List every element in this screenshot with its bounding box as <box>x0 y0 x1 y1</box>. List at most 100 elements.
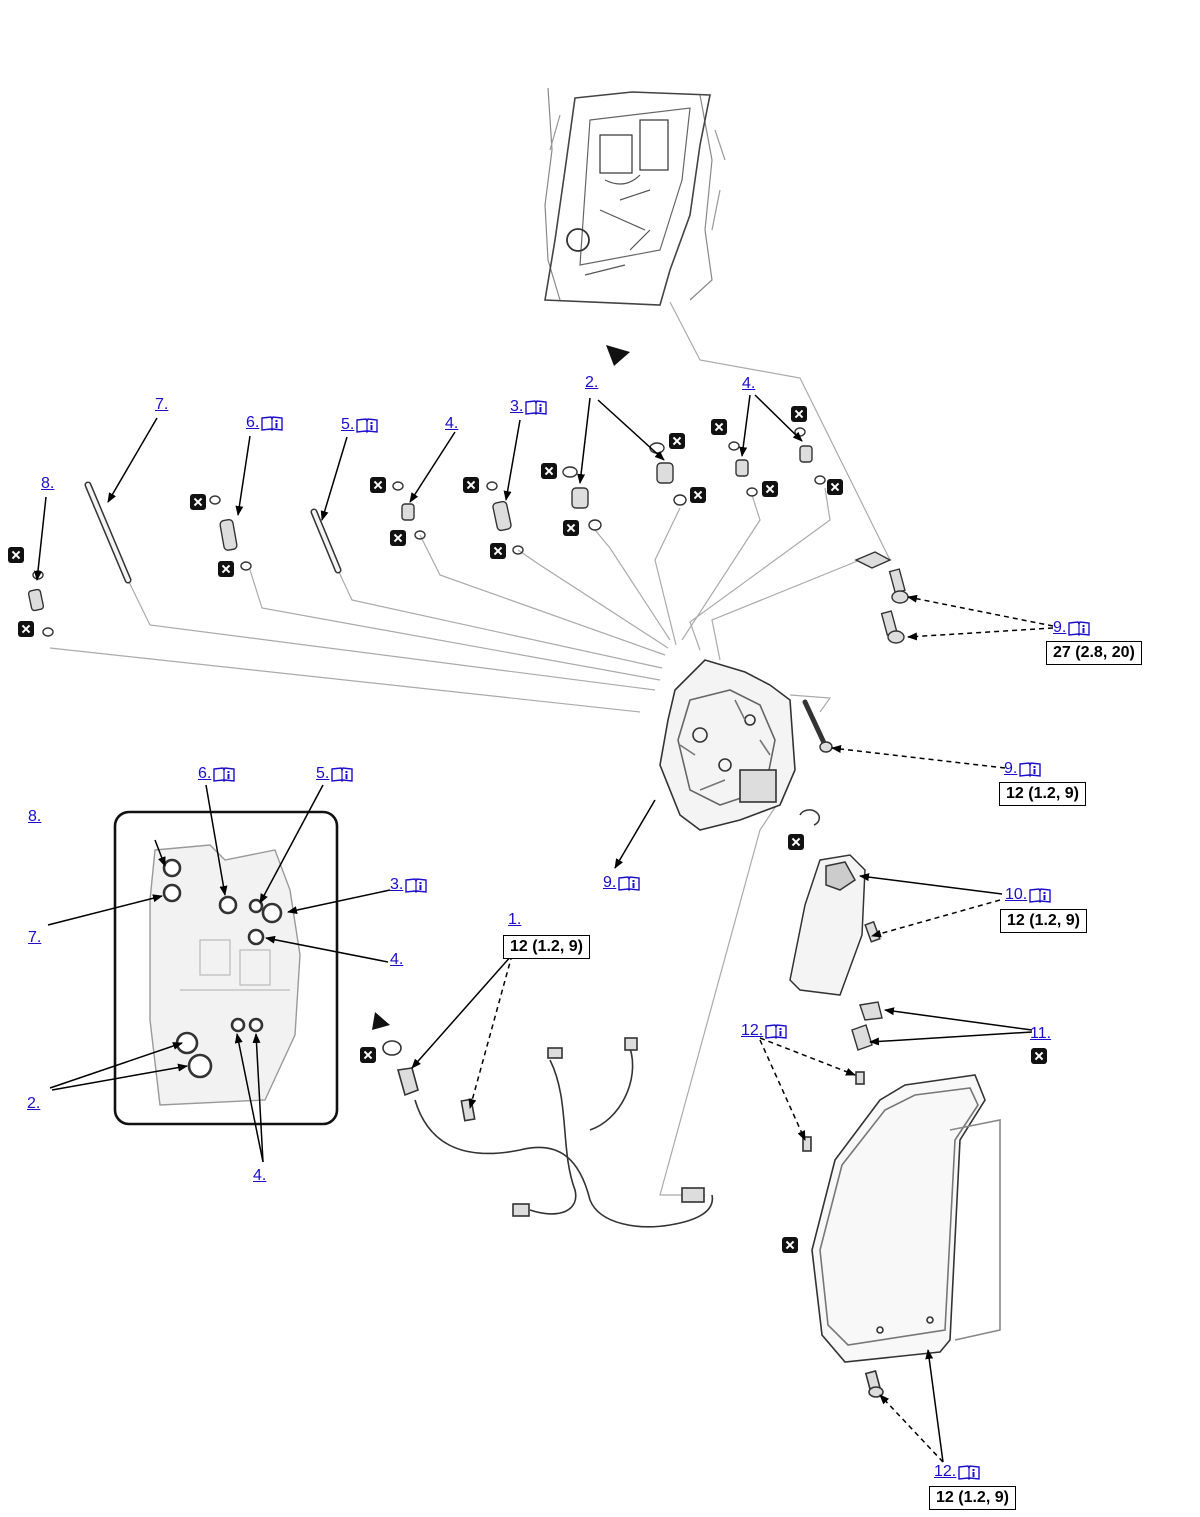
torque-spec-10: 12 (1.2, 9) <box>1000 909 1087 933</box>
callout-10-label: 10. <box>1005 886 1028 903</box>
callout-4-label: 4. <box>390 951 404 968</box>
book-info-icon <box>958 1464 980 1480</box>
inset-callout-8[interactable]: 8. <box>28 808 41 826</box>
callout-4-label: 4. <box>253 1167 267 1184</box>
removed-parts <box>27 427 826 637</box>
dashed-leader-arrow <box>759 1039 806 1141</box>
callout-10[interactable]: 10. <box>1005 886 1051 904</box>
solid-leader-arrow <box>925 1349 944 1463</box>
callout-11[interactable]: 11. <box>1030 1025 1051 1043</box>
inset-valve-body-view <box>113 810 339 1126</box>
replace-part-x-icon <box>490 543 506 559</box>
inset-callout-3[interactable]: 3. <box>390 876 428 894</box>
inset-callout-4-right[interactable]: 4. <box>390 951 403 969</box>
part-4-c <box>799 445 813 463</box>
replace-part-x-icon <box>8 547 24 563</box>
replace-part-x-icon <box>782 1237 798 1253</box>
solid-leader-arrow <box>33 496 47 581</box>
book-info-icon <box>525 399 548 415</box>
torque-spec-12: 12 (1.2, 9) <box>929 1486 1016 1510</box>
callout-6-top[interactable]: 6. <box>246 414 284 432</box>
solid-leader-arrow <box>409 431 456 503</box>
solid-leader-arrow <box>859 873 1003 895</box>
solid-leader-arrow <box>205 784 228 896</box>
solid-leader-arrow <box>154 839 166 867</box>
callout-7-label: 7. <box>28 929 42 946</box>
torque-spec-1: 12 (1.2, 9) <box>503 935 590 959</box>
inset-callout-7[interactable]: 7. <box>28 929 41 947</box>
direction-arrow-icon <box>372 1012 390 1030</box>
solid-leader-arrow <box>252 1033 264 1163</box>
book-info-icon <box>356 417 379 433</box>
solid-leader-arrow <box>869 1031 1033 1046</box>
callout-12-label: 12. <box>741 1022 764 1039</box>
dashed-leader-arrow <box>907 594 1054 627</box>
inset-callout-4-bottom[interactable]: 4. <box>253 1167 266 1185</box>
solid-leader-arrow <box>265 935 389 963</box>
solid-leader-arrow <box>597 399 665 461</box>
replace-part-x-icon <box>690 487 706 503</box>
replace-part-x-icon <box>563 520 579 536</box>
sensor-1 <box>396 1067 419 1097</box>
book-info-icon <box>1019 761 1042 777</box>
callout-12-label: 12. <box>934 1463 957 1480</box>
solid-leader-arrow <box>884 1007 1033 1031</box>
solid-leader-arrow <box>754 394 803 442</box>
callout-6-label: 6. <box>246 414 260 431</box>
inset-callout-2[interactable]: 2. <box>27 1095 40 1113</box>
callout-9-valve-body[interactable]: 9. <box>603 874 641 892</box>
callout-1[interactable]: 1. <box>508 911 521 929</box>
callout-9-label: 9. <box>1004 760 1018 777</box>
replace-part-x-icon <box>827 479 843 495</box>
callout-9-long-bolt[interactable]: 9. <box>1004 760 1042 778</box>
callout-4-top-right[interactable]: 4. <box>742 375 755 393</box>
callout-7-top[interactable]: 7. <box>155 396 168 414</box>
torque-spec-9-long-bolt: 12 (1.2, 9) <box>999 782 1086 806</box>
callout-5-label: 5. <box>316 765 330 782</box>
replace-part-x-icon <box>541 463 557 479</box>
book-info-icon <box>331 766 354 782</box>
callout-2-label: 2. <box>27 1095 41 1112</box>
callout-8-label: 8. <box>28 808 42 825</box>
replace-part-x-icon <box>1031 1048 1047 1064</box>
inset-callout-6[interactable]: 6. <box>198 765 236 783</box>
callout-8-top[interactable]: 8. <box>41 475 54 493</box>
replace-part-x-icon <box>190 494 206 510</box>
callout-1-label: 1. <box>508 911 522 928</box>
dashed-leader-arrow <box>907 627 1054 641</box>
book-info-icon <box>1068 620 1091 636</box>
callout-3-top[interactable]: 3. <box>510 398 548 416</box>
replace-part-x-icon <box>762 481 778 497</box>
solid-leader-arrow <box>287 889 391 915</box>
bolts-9 <box>802 551 909 753</box>
solid-leader-arrow <box>739 394 751 457</box>
callout-9-bolts[interactable]: 9. <box>1053 619 1091 637</box>
callout-4-label: 4. <box>445 415 459 432</box>
callout-2-top[interactable]: 2. <box>585 374 598 392</box>
inset-callout-5[interactable]: 5. <box>316 765 354 783</box>
solid-leader-arrow <box>320 436 348 521</box>
callout-4-top-left[interactable]: 4. <box>445 415 458 433</box>
book-info-icon <box>405 877 428 893</box>
solid-leader-arrow <box>259 784 324 904</box>
replace-part-x-icon <box>791 406 807 422</box>
part-4-b <box>735 459 749 477</box>
solid-leader-arrow <box>47 894 163 926</box>
replace-part-x-icon <box>669 433 685 449</box>
callout-6-label: 6. <box>198 765 212 782</box>
replace-part-x-icon <box>218 561 234 577</box>
replace-part-x-icon <box>463 477 479 493</box>
bolt-plate <box>854 551 892 569</box>
book-info-icon <box>1029 887 1051 903</box>
solid-leader-arrow <box>235 435 251 516</box>
dashed-leader-arrow <box>871 899 1001 938</box>
callout-12-bolt[interactable]: 12. <box>934 1463 980 1481</box>
dashed-leader-arrow <box>831 745 1006 769</box>
replace-part-x-icon <box>390 530 406 546</box>
dashed-leader-arrows <box>468 594 1054 1463</box>
callout-11-label: 11. <box>1030 1025 1052 1042</box>
callout-12-pins[interactable]: 12. <box>741 1022 787 1040</box>
callout-5-top[interactable]: 5. <box>341 416 379 434</box>
solid-leader-arrow <box>107 417 158 503</box>
callout-8-label: 8. <box>41 475 55 492</box>
